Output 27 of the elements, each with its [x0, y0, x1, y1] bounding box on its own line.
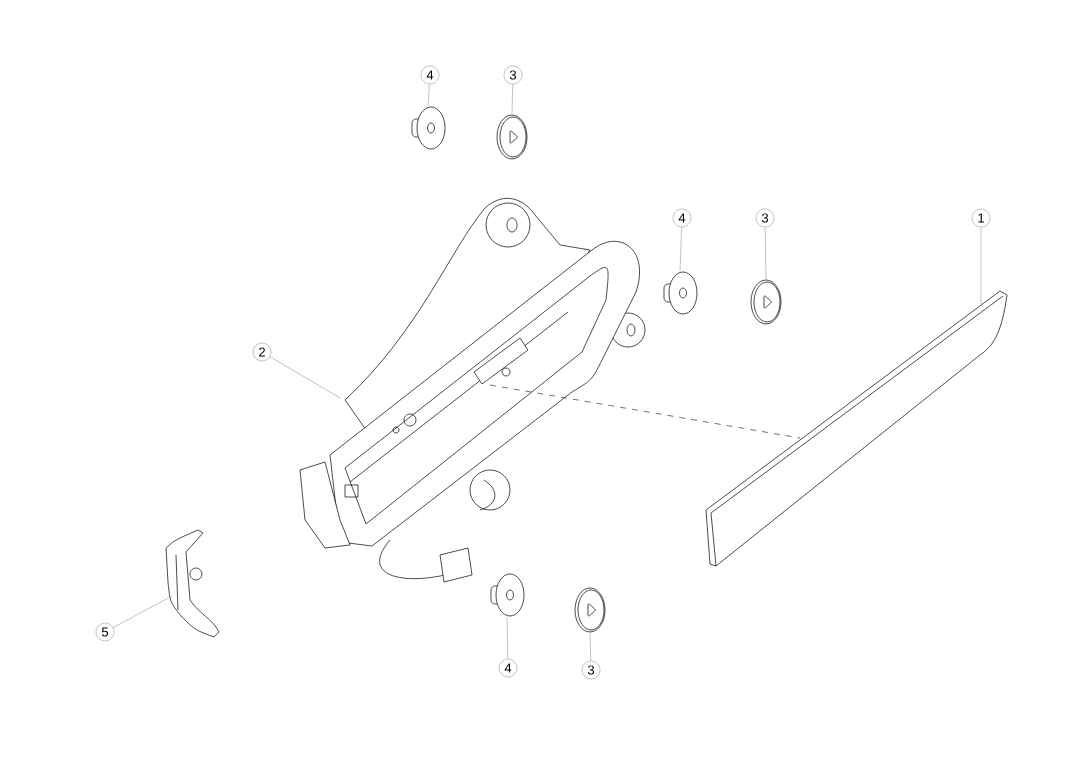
callout-number: 3	[581, 660, 601, 680]
push-nut-drawing	[750, 279, 782, 325]
leader-line	[589, 633, 592, 661]
leader-line	[764, 227, 767, 279]
cover-clip-drawing	[165, 529, 220, 638]
callout-number: 4	[498, 658, 518, 678]
leader-line	[427, 83, 430, 106]
push-nut-drawing	[574, 587, 606, 633]
callout-number: 3	[503, 65, 523, 85]
leader-line	[112, 595, 173, 628]
callout-number: 4	[420, 65, 440, 85]
clip-drawing	[663, 271, 698, 315]
callout-number: 2	[252, 342, 272, 362]
push-nut-drawing	[496, 114, 528, 160]
trim-strip-drawing	[705, 290, 1008, 567]
callout-number: 4	[672, 208, 692, 228]
bracket-drawing	[299, 198, 646, 583]
callout-number: 3	[755, 208, 775, 228]
clip-drawing	[411, 106, 446, 150]
callout-number: 5	[95, 622, 115, 642]
callout-number: 1	[971, 208, 991, 228]
clip-drawing	[490, 573, 525, 617]
leader-line	[511, 84, 514, 114]
leader-line	[269, 356, 341, 399]
alignment-line	[489, 384, 801, 439]
leader-line	[679, 227, 682, 271]
leader-line	[506, 617, 509, 659]
